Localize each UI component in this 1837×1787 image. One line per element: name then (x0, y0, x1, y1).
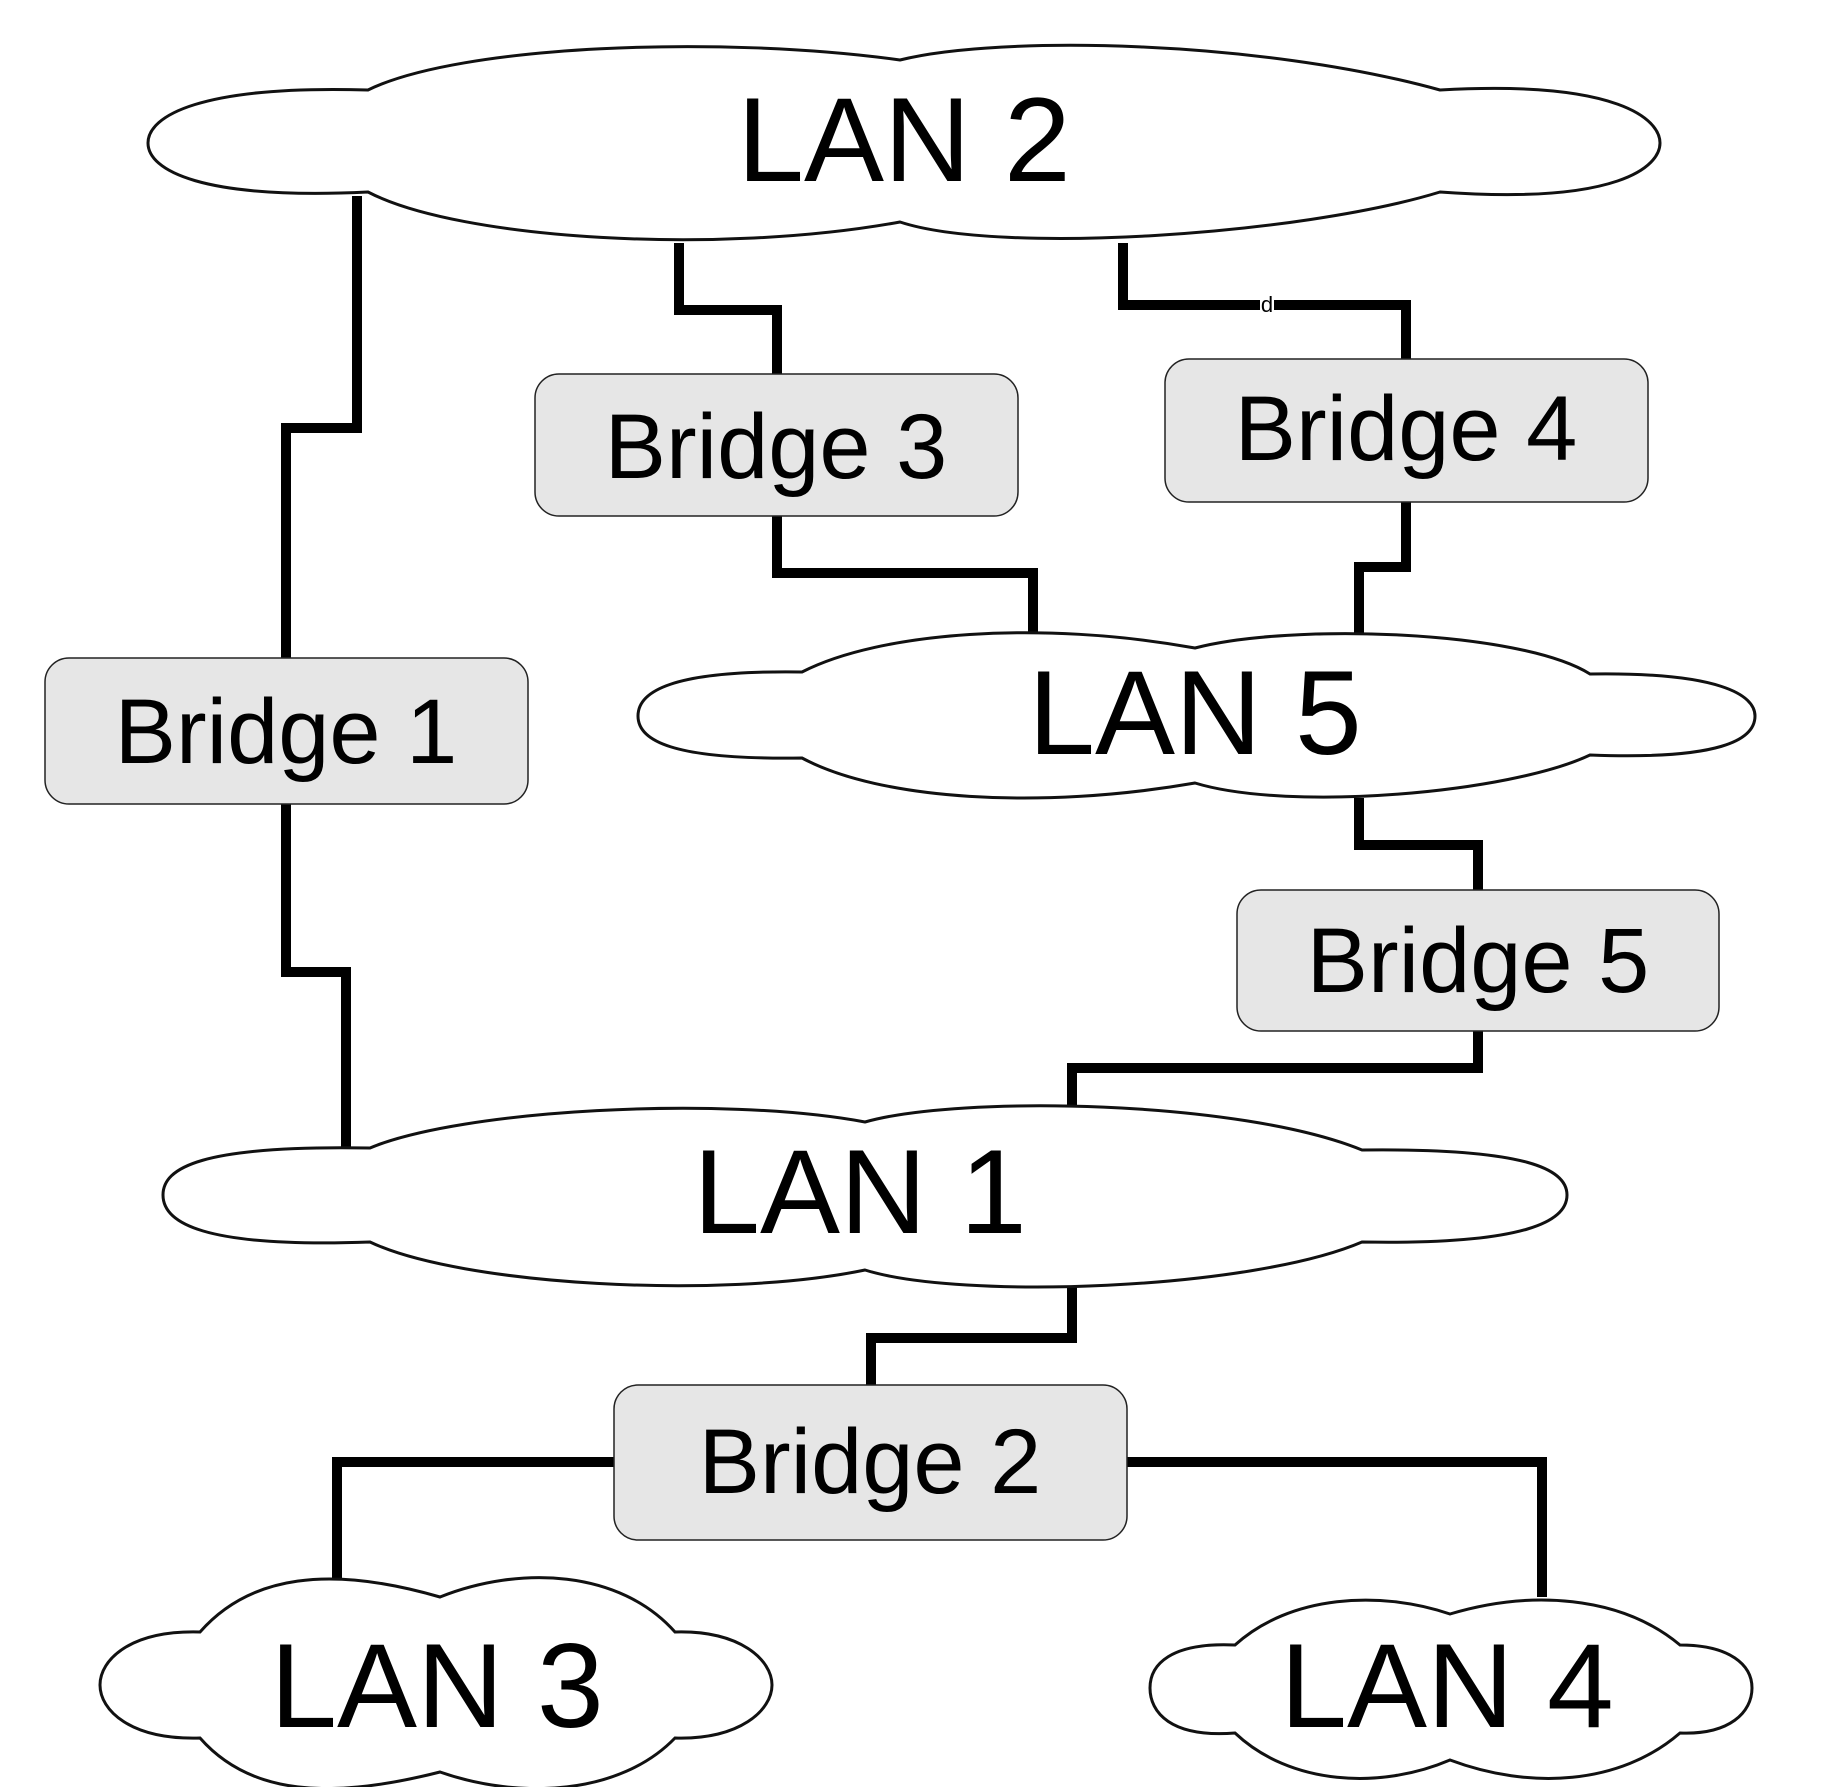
bridge-4-box (1164, 358, 1649, 503)
bridge-3-box (534, 373, 1019, 517)
lan-1-label: LAN 1 (693, 1125, 1027, 1259)
bridge-2-box (613, 1384, 1128, 1541)
lan-4-cloud-shape (1148, 1598, 1754, 1780)
lan-5-cloud-shape (636, 631, 1757, 800)
lan-1-cloud-shape (161, 1104, 1569, 1289)
bridge-3-label: Bridge 3 (605, 396, 948, 498)
bridge-1-box (44, 657, 529, 805)
lan-2-label: LAN 2 (737, 73, 1071, 207)
bridge-3: Bridge 3 (534, 373, 1019, 517)
link-lan2-bridge1 (281, 196, 362, 663)
bridge-5-label: Bridge 5 (1307, 910, 1650, 1012)
link-lan2-bridge4-right (1274, 300, 1411, 364)
connection-lines (281, 196, 1547, 1597)
bridge-5-box (1236, 889, 1720, 1032)
lan-3-cloud-shape (98, 1576, 774, 1787)
link-bridge5-lan1 (1067, 1026, 1483, 1110)
bridge-5: Bridge 5 (1236, 889, 1720, 1032)
lan-2-cloud: LAN 2 (146, 43, 1662, 242)
lan-3-cloud: LAN 3 (98, 1576, 774, 1787)
link-bridge4-lan5 (1354, 497, 1411, 635)
stray-mark-label: d (1261, 292, 1273, 317)
lan-1-cloud: LAN 1 (161, 1104, 1569, 1289)
lan-4-cloud: LAN 4 (1148, 1598, 1754, 1780)
bridge-4: Bridge 4 (1164, 358, 1649, 503)
bridge-2-label: Bridge 2 (699, 1411, 1042, 1513)
lan-5-cloud: LAN 5 (636, 631, 1757, 800)
link-lan5-bridge5 (1354, 798, 1483, 895)
link-lan2-bridge4-left (1118, 243, 1260, 310)
bridge-1: Bridge 1 (44, 657, 529, 805)
link-bridge3-lan5 (772, 511, 1038, 635)
lan-2-cloud-shape (146, 43, 1662, 242)
link-bridge2-lan3 (332, 1457, 617, 1583)
link-lan1-bridge2 (866, 1285, 1077, 1390)
link-bridge2-lan4 (1121, 1457, 1547, 1597)
bridge-4-label: Bridge 4 (1235, 378, 1578, 480)
bridge-1-label: Bridge 1 (115, 681, 458, 783)
lan-5-label: LAN 5 (1028, 646, 1362, 780)
lan-4-label: LAN 4 (1280, 1619, 1614, 1753)
bridge-2: Bridge 2 (613, 1384, 1128, 1541)
link-bridge1-lan1 (281, 799, 351, 1148)
link-lan2-bridge3 (674, 243, 782, 379)
lan-3-label: LAN 3 (270, 1619, 604, 1753)
